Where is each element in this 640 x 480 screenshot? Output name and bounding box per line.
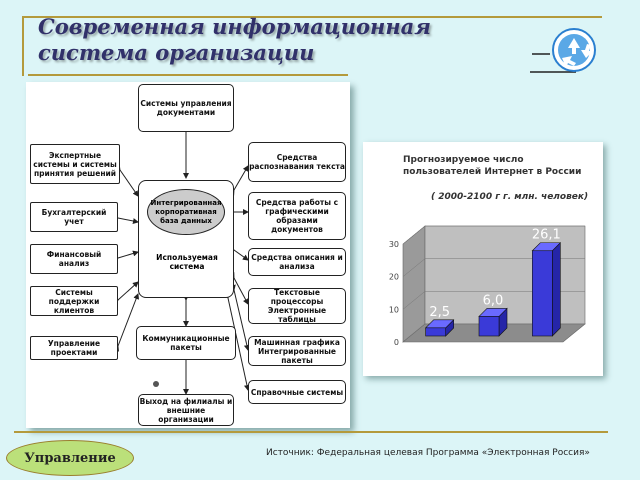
bar-value-label: 26,1: [532, 228, 561, 243]
bar-side: [552, 242, 561, 337]
chart-title: Прогнозируемое число пользователей Интер…: [403, 155, 582, 177]
internet-users-chart: Прогнозируемое число пользователей Интер…: [363, 142, 603, 376]
section-badge: Управление: [6, 440, 134, 476]
box-project-management: Управление проектами: [30, 336, 118, 360]
y-tick-label: 10: [389, 305, 399, 314]
slide-title: Современная информационная система орган…: [38, 14, 431, 65]
box-document-management: Системы управления документами: [138, 84, 234, 132]
gridline: [402, 258, 426, 277]
bottom-rule: [14, 431, 608, 433]
box-machine-graphics: Машинная графика Интегрированные пакеты: [248, 336, 346, 366]
gridline: [402, 323, 426, 343]
bar: [532, 250, 553, 337]
y-tick-label: 30: [389, 240, 399, 249]
chart-subtitle: ( 2000-2100 г г. млн. человек): [431, 192, 589, 202]
bar-value-label: 6,0: [483, 293, 504, 308]
box-expert-systems: Экспертные системы и системы принятия ре…: [30, 144, 120, 184]
box-accounting: Бухгалтерский учет: [30, 202, 118, 232]
box-client-support: Системы поддержки клиентов: [30, 286, 118, 316]
bar: [478, 316, 500, 337]
box-text-recognition: Средства распознавания текста: [248, 142, 346, 182]
diagram-arrows: [112, 127, 250, 395]
box-external-access: Выход на филиалы и внешние организации: [138, 394, 234, 426]
title-underline: [28, 74, 348, 76]
top-rule: [22, 16, 602, 18]
core-system-panel: Интегрированная корпоративная база данны…: [138, 180, 234, 298]
bar-value-label: 2,5: [429, 305, 450, 320]
chart-side-wall: [402, 225, 426, 343]
y-tick-label: 20: [389, 273, 399, 282]
recycle-logo-icon: [530, 28, 596, 73]
gridline: [402, 225, 426, 245]
box-communication-packages: Коммуникационные пакеты: [136, 326, 236, 360]
box-financial-analysis: Финансовый анализ: [30, 244, 118, 274]
bar: [425, 327, 446, 337]
box-text-processors: Текстовые процессоры Электронные таблицы: [248, 288, 346, 324]
box-description-analysis: Средства описания и анализа: [248, 248, 346, 276]
gridline: [402, 291, 426, 310]
box-reference-systems: Справочные системы: [248, 380, 346, 404]
diagram-dot: [153, 381, 159, 387]
information-system-diagram: Системы управления документами Интегриро…: [26, 82, 350, 428]
y-tick-label: 0: [394, 338, 399, 347]
chart-plot: 0 10 20 30 2,5 6,0 26,1: [389, 225, 586, 347]
used-system-label: Используемая система: [156, 253, 218, 271]
source-note: Источник: Федеральная целевая Программа …: [266, 448, 590, 458]
left-rule: [22, 16, 24, 76]
core-database-ellipse: Интегрированная корпоративная база данны…: [147, 189, 225, 235]
box-image-tools: Средства работы с графическими образами …: [248, 192, 346, 240]
